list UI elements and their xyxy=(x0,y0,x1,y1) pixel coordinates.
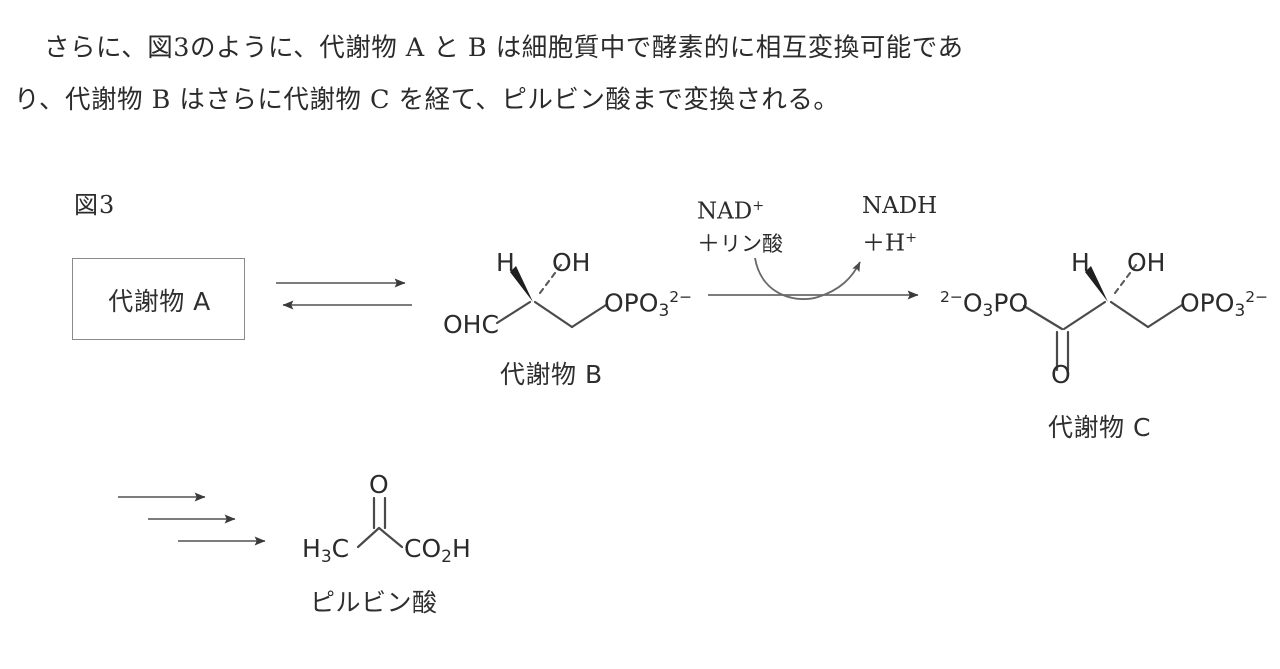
paragraph-line-2: り、代謝物 B はさらに代謝物 C を経て、ピルビン酸まで変換される。 xyxy=(14,85,840,115)
metabolite-c-skeleton xyxy=(1022,300,1184,372)
metabolite-b-phosphate-label: OPO32− xyxy=(604,288,693,322)
metabolite-c-oh-label: OH xyxy=(1127,248,1166,277)
metabolite-c-right-phosphate-label: OPO32− xyxy=(1180,288,1269,322)
pyruvate-carboxyl-label: CO2H xyxy=(404,534,471,567)
phosphate-cofactor-label: ＋リン酸 xyxy=(697,230,783,257)
metabolite-c-h-label: H xyxy=(1071,248,1090,277)
metabolite-a-box: 代謝物 A xyxy=(72,258,245,340)
multistep-arrows xyxy=(118,492,266,546)
pyruvate-carbonyl-o-label: O xyxy=(369,470,389,499)
cofactor-right: NADH ＋H+ xyxy=(862,190,937,260)
metabolite-c-label: 代謝物 C xyxy=(1048,413,1151,442)
pyruvate-label: ピルビン酸 xyxy=(310,588,438,617)
metabolite-b-skeleton xyxy=(495,300,608,329)
pyruvate-methyl-label: H3C xyxy=(302,534,350,567)
metabolite-b-h-label: H xyxy=(496,248,515,277)
equilibrium-arrows xyxy=(276,278,412,310)
metabolite-c-carbonyl-o-label: O xyxy=(1051,360,1071,389)
metabolite-b-ohc-label: OHC xyxy=(443,310,499,339)
cofactor-left: NAD+ ＋リン酸 xyxy=(697,190,783,260)
metabolite-b-label: 代謝物 B xyxy=(500,360,603,389)
pyruvate-skeleton xyxy=(356,496,404,549)
metabolite-a-label: 代謝物 A xyxy=(108,287,211,316)
metabolite-b-oh-label: OH xyxy=(552,248,591,277)
oxidation-arrow-group xyxy=(708,257,919,301)
proton-label: ＋H+ xyxy=(862,230,918,257)
metabolite-c-left-phosphate-label: 2−O3PO xyxy=(940,288,1029,322)
figure-label: 図3 xyxy=(74,191,116,219)
intro-paragraph: さらに、図3のように、代謝物 A と B は細胞質中で酵素的に相互変換可能であ … xyxy=(0,22,1280,126)
nadh-label: NADH xyxy=(862,193,938,219)
paragraph-line-1: さらに、図3のように、代謝物 A と B は細胞質中で酵素的に相互変換可能であ xyxy=(44,33,964,63)
nad-plus-label: NAD+ xyxy=(697,198,765,225)
